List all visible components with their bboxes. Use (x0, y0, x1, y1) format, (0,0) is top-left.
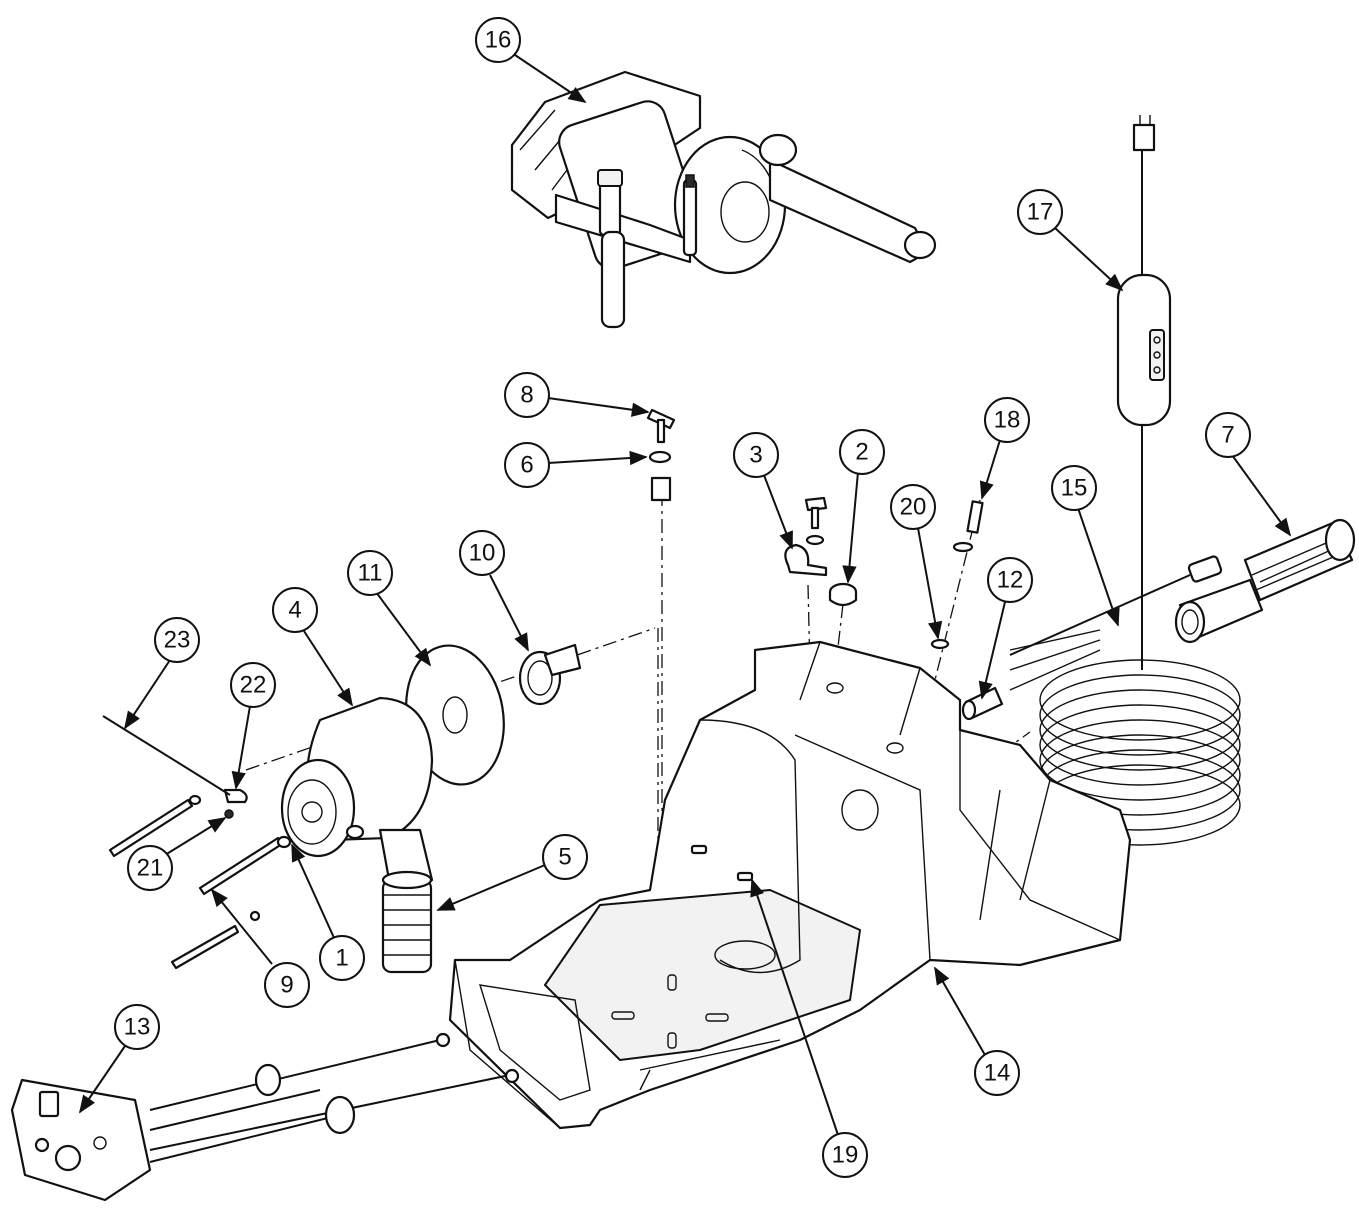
callout-4: 4 (272, 587, 353, 707)
callout-4-label: 4 (288, 597, 301, 624)
callout-21: 21 (127, 817, 227, 891)
callout-9-label: 9 (280, 972, 293, 999)
callout-15: 15 (1051, 465, 1120, 627)
callout-23-label: 23 (164, 627, 191, 654)
part-9-screws (108, 794, 284, 970)
callout-5-label: 5 (558, 844, 571, 871)
callout-13-label: 13 (124, 1014, 151, 1041)
callout-16: 16 (475, 17, 587, 104)
callout-10: 10 (459, 530, 529, 652)
callout-9: 9 (210, 888, 310, 1008)
callout-6-label: 6 (520, 452, 533, 479)
part-8-bolt (646, 408, 676, 444)
callout-1-label: 1 (335, 945, 348, 972)
part-6-washer (648, 450, 672, 502)
part-5-cuff (381, 870, 433, 974)
callout-2: 2 (839, 429, 885, 584)
part-15-wire-harness (1009, 555, 1223, 691)
callout-11: 11 (347, 550, 432, 667)
callout-3: 3 (733, 432, 793, 550)
callout-19: 19 (750, 878, 868, 1178)
callout-7-label: 7 (1221, 422, 1234, 449)
callout-16-label: 16 (485, 27, 512, 54)
callout-14: 14 (934, 966, 1020, 1096)
part-16-pump (510, 70, 937, 329)
callout-20: 20 (890, 484, 943, 640)
callout-22-label: 22 (240, 672, 267, 699)
callout-15-label: 15 (1061, 475, 1088, 502)
part-21-nut (224, 809, 234, 819)
part-2-plug (828, 582, 858, 607)
part-4-motor (280, 696, 434, 887)
callout-18-label: 18 (994, 407, 1021, 434)
callout-2-label: 2 (855, 439, 868, 466)
part-12-fitting (961, 686, 1004, 721)
part-23-wire (102, 715, 231, 796)
callout-17: 17 (1017, 189, 1124, 292)
callout-5: 5 (436, 834, 588, 911)
part-22-terminal (223, 788, 248, 804)
part-1-washer (276, 835, 292, 849)
callout-11-label: 11 (358, 560, 383, 587)
callout-12-label: 12 (997, 567, 1024, 594)
callouts: 1 2 3 4 5 6 7 (78, 17, 1292, 1178)
part-18-screw (952, 500, 984, 553)
callout-20-label: 20 (900, 494, 927, 521)
callout-22: 22 (230, 662, 276, 790)
callout-10-label: 10 (469, 540, 496, 567)
callout-8-label: 8 (520, 382, 533, 409)
part-17-power-cord (1039, 115, 1241, 846)
callout-18: 18 (979, 397, 1030, 500)
callout-14-label: 14 (984, 1060, 1011, 1087)
callout-8: 8 (504, 372, 650, 418)
callout-21-label: 21 (137, 855, 164, 882)
part-19-pin (690, 844, 754, 882)
part-7-hose (1174, 518, 1356, 644)
part-14-frame (448, 640, 1132, 1130)
callout-3-label: 3 (749, 442, 762, 469)
callout-7: 7 (1205, 412, 1292, 537)
callout-12: 12 (978, 557, 1033, 700)
part-10-bushing (518, 643, 582, 706)
callout-1: 1 (291, 843, 365, 981)
callout-6: 6 (504, 442, 648, 488)
callout-23: 23 (124, 617, 200, 730)
callout-19-label: 19 (832, 1142, 859, 1169)
part-13-control-panel (10, 1032, 520, 1202)
part-20-washer (930, 638, 950, 650)
callout-17-label: 17 (1027, 199, 1054, 226)
part-3-clamp (784, 496, 828, 577)
callout-13: 13 (78, 1004, 160, 1114)
